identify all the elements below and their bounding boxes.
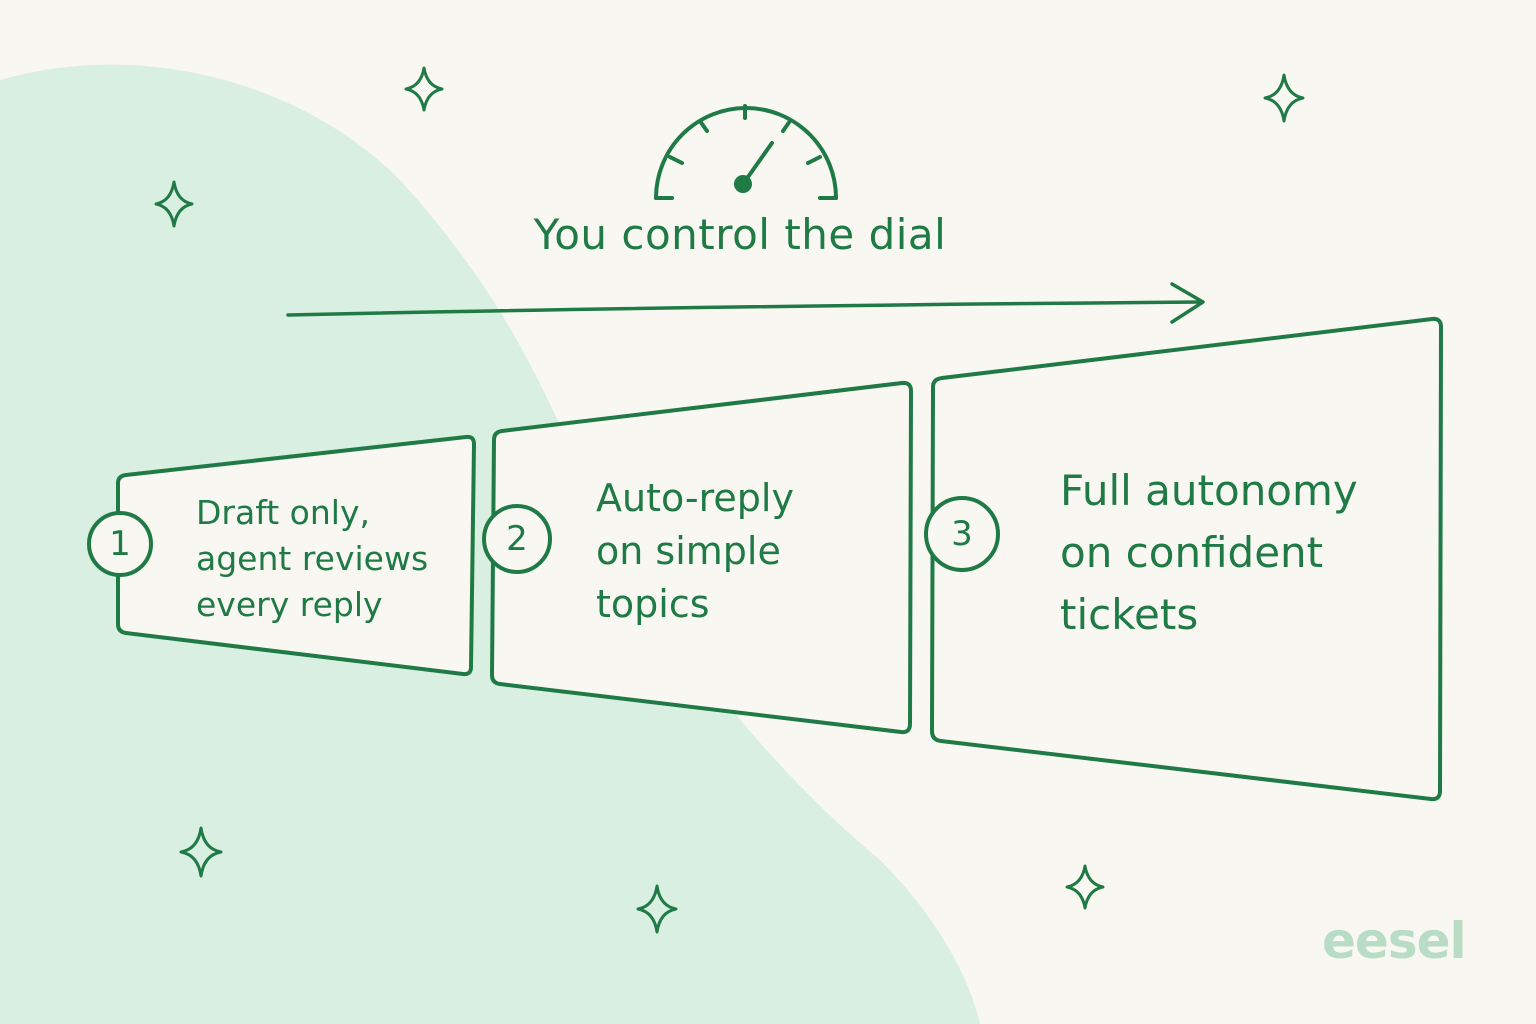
diagram-title: You control the dial [533,210,947,259]
step-2-panel [490,380,913,735]
brand-logo: eesel [1322,912,1467,970]
step-3-panel [930,316,1443,802]
step-2-badge [482,504,552,574]
step-3-label: Full autonomy on confident tickets [1060,466,1358,639]
step-3-number: 3 [951,514,973,554]
sparkle-icon [1065,864,1105,910]
step-2-number: 2 [506,519,528,559]
sparkle-icon [404,66,444,112]
speedometer-icon [654,104,838,200]
sparkle-icon [1263,73,1305,123]
sparkle-icon [636,884,678,934]
sparkle-icon [179,826,223,878]
arrow-right-icon [286,282,1205,324]
step-3-badge [924,496,1000,572]
step-1-panel [116,434,476,677]
step-1-badge [87,511,153,577]
step-2-label: Auto-reply on simple topics [596,476,794,626]
step-1-label: Draft only, agent reviews every reply [196,493,429,624]
sparkle-icon [154,180,194,228]
step-1-number: 1 [109,524,131,564]
